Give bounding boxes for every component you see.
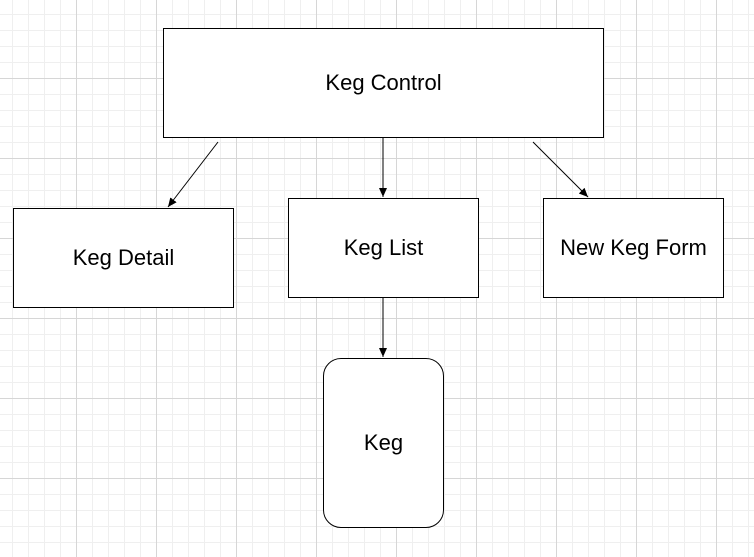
node-keg-detail-label: Keg Detail [72,245,175,270]
edge-keg-control-to-new-keg-form [532,141,589,198]
node-keg-detail[interactable]: Keg Detail [13,208,234,308]
node-new-keg-form-label: New Keg Form [560,235,707,260]
node-keg-control-label: Keg Control [325,70,442,95]
node-keg[interactable]: Keg [323,358,444,528]
node-keg-label: Keg [363,430,404,455]
node-keg-control[interactable]: Keg Control [163,28,604,138]
node-new-keg-form[interactable]: New Keg Form [543,198,724,298]
node-keg-list-label: Keg List [343,235,424,260]
node-keg-list[interactable]: Keg List [288,198,479,298]
edge-keg-control-to-keg-detail [167,141,219,208]
